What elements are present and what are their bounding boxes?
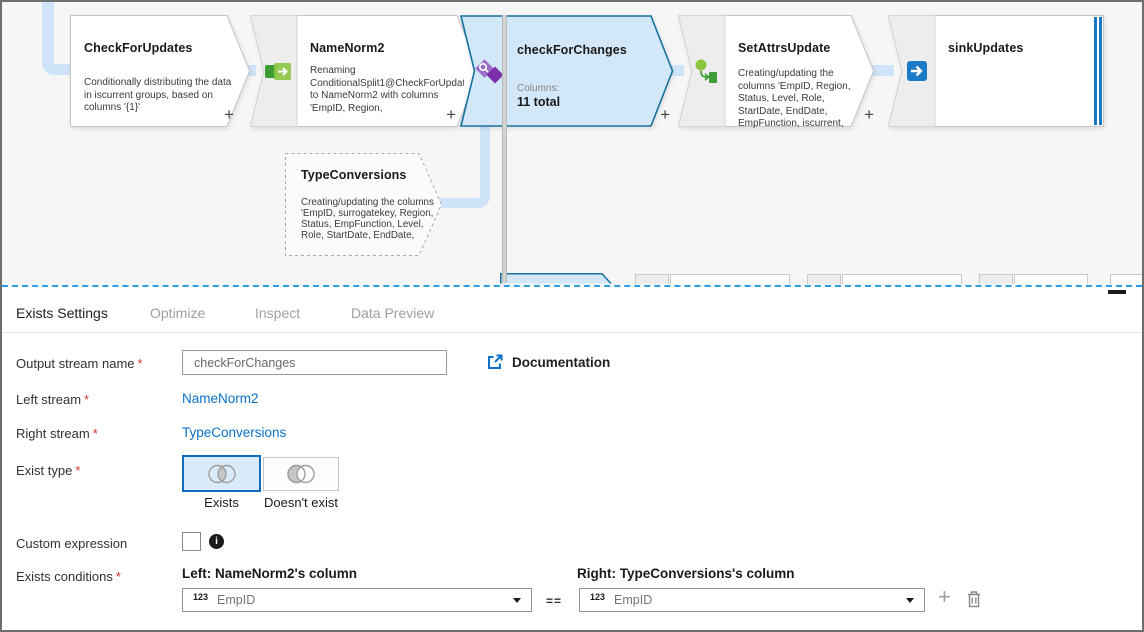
partial-node — [1110, 274, 1142, 284]
required-asterisk: * — [92, 426, 98, 441]
required-asterisk: * — [84, 392, 90, 407]
exist-type-doesnt-exist-button[interactable] — [263, 457, 339, 491]
derived-column-icon — [695, 59, 717, 83]
custom-expression-label: Custom expression — [16, 536, 128, 551]
add-transformation-button[interactable]: + — [660, 105, 670, 124]
sink-icon — [907, 61, 927, 81]
required-asterisk: * — [75, 463, 81, 478]
exists-option-label: Exists — [204, 495, 239, 510]
columns-count: 11 total — [517, 95, 561, 109]
node-set-attrs-update[interactable]: SetAttrsUpdate Creating/updating the col… — [678, 15, 874, 128]
connector-typeconv-cfc — [438, 127, 490, 208]
info-icon[interactable]: i — [209, 534, 224, 549]
exist-type-label: Exist type* — [16, 463, 81, 478]
node-title: sinkUpdates — [948, 41, 1024, 55]
node-shape — [888, 15, 1104, 127]
exist-type-exists-button[interactable] — [182, 455, 261, 492]
right-column-dropdown[interactable]: 123 EmpID — [579, 588, 925, 612]
partial-node — [842, 274, 962, 284]
partial-node-selected — [500, 273, 612, 284]
configuration-panel: Exists Settings Optimize Inspect Data Pr… — [2, 287, 1142, 630]
partial-node-icon — [807, 274, 841, 284]
node-title: TypeConversions — [301, 168, 407, 182]
partial-node-icon — [635, 274, 669, 284]
delete-condition-icon[interactable] — [966, 590, 982, 608]
connector-from-top — [42, 2, 71, 75]
right-column-value: EmpID — [614, 593, 653, 607]
left-column-header: Left: NameNorm2's column — [182, 566, 357, 581]
data-flow-canvas[interactable]: CheckForUpdates Conditionally distributi… — [2, 2, 1142, 286]
node-shape — [678, 15, 874, 127]
node-shape — [285, 153, 442, 256]
numeric-type-badge: 123 — [193, 592, 209, 602]
doesnt-exist-option-label: Doesn't exist — [263, 495, 338, 510]
node-name-norm2[interactable]: NameNorm2 Renaming ConditionalSplit1@Che… — [250, 15, 480, 127]
partial-node-icon — [979, 274, 1013, 284]
right-column-header: Right: TypeConversions's column — [577, 566, 795, 581]
tab-optimize[interactable]: Optimize — [150, 305, 206, 321]
node-sink-updates[interactable]: sinkUpdates — [888, 15, 1104, 127]
node-title: NameNorm2 — [310, 41, 385, 55]
collapse-panel-handle[interactable] — [1108, 290, 1126, 294]
right-stream-link[interactable]: TypeConversions — [182, 425, 287, 440]
external-link-icon[interactable] — [487, 354, 503, 370]
venn-difference-icon — [287, 464, 315, 484]
add-condition-button[interactable]: + — [938, 584, 951, 609]
custom-expression-checkbox[interactable] — [182, 532, 201, 551]
required-asterisk: * — [115, 569, 121, 584]
left-stream-label: Left stream* — [16, 392, 90, 407]
node-shape — [70, 15, 250, 127]
chevron-down-icon — [906, 597, 914, 603]
tab-exists-settings[interactable]: Exists Settings — [16, 305, 108, 321]
equality-operator: == — [546, 594, 563, 608]
node-title: SetAttrsUpdate — [738, 41, 831, 55]
exists-icon — [475, 59, 504, 84]
node-check-for-updates[interactable]: CheckForUpdates Conditionally distributi… — [70, 15, 250, 127]
node-description: Renaming ConditionalSplit1@CheckForUpdat… — [310, 65, 464, 114]
output-stream-name-input[interactable] — [182, 350, 447, 375]
connector-cfc-setattrs — [664, 65, 684, 76]
chevron-down-icon — [513, 597, 521, 603]
left-stream-link[interactable]: NameNorm2 — [182, 391, 259, 406]
panel-splitter[interactable] — [2, 285, 1142, 287]
partial-node — [1014, 274, 1088, 284]
node-description: Creating/updating the columns 'EmpID, Re… — [738, 68, 851, 128]
left-column-dropdown[interactable]: 123 EmpID — [182, 588, 532, 612]
node-title: CheckForUpdates — [84, 41, 193, 55]
output-stream-name-label: Output stream name* — [16, 356, 143, 371]
tab-inspect[interactable]: Inspect — [255, 305, 301, 321]
exists-conditions-label: Exists conditions* — [16, 569, 121, 584]
node-type-conversions[interactable]: TypeConversions Creating/updating the co… — [285, 153, 442, 256]
required-asterisk: * — [137, 356, 143, 371]
add-transformation-button[interactable]: + — [864, 105, 874, 124]
tabs-divider — [2, 332, 1142, 333]
partial-node — [670, 274, 790, 284]
node-title: checkForChanges — [517, 43, 627, 57]
node-shape — [460, 15, 674, 127]
columns-label: Columns: — [517, 83, 560, 94]
node-description: Conditionally distributing the data in i… — [84, 77, 232, 113]
add-transformation-button[interactable]: + — [446, 105, 456, 124]
documentation-link[interactable]: Documentation — [512, 355, 611, 370]
select-icon — [265, 63, 291, 80]
left-column-value: EmpID — [217, 593, 256, 607]
node-description: Creating/updating the columns 'EmpID, su… — [301, 197, 434, 241]
canvas-scrollbar[interactable] — [502, 15, 507, 283]
numeric-type-badge: 123 — [590, 592, 606, 602]
node-check-for-changes-selected[interactable]: checkForChanges Columns: 11 total + — [460, 15, 674, 127]
tab-data-preview[interactable]: Data Preview — [351, 305, 435, 321]
add-transformation-button[interactable]: + — [224, 105, 234, 124]
venn-intersection-icon — [207, 464, 236, 483]
connector-setattrs-sink — [860, 65, 894, 76]
right-stream-label: Right stream* — [16, 426, 98, 441]
